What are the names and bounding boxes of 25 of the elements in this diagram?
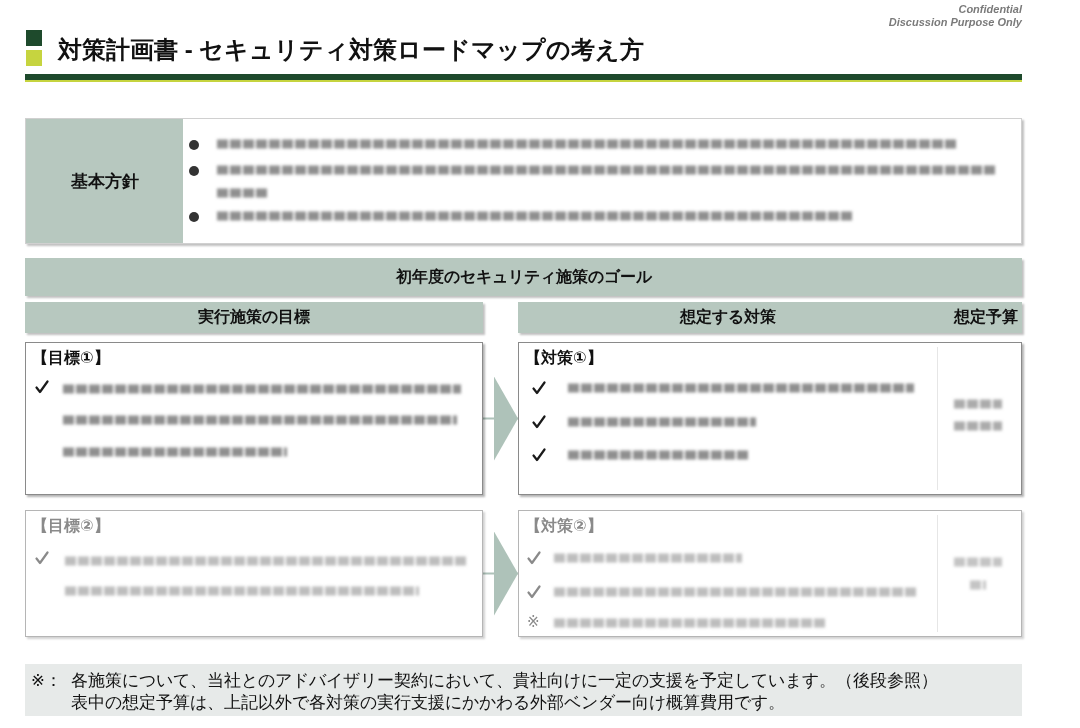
section-header: 初年度のセキュリティ施策のゴール — [25, 258, 1022, 296]
reference-mark: ※ — [527, 613, 540, 631]
footnote-text: 各施策について、当社とのアドバイザリー契約において、貴社向けに一定の支援を予定しています。（後段参照） — [71, 670, 938, 690]
row-header: 基本方針 — [26, 119, 183, 243]
confidentiality-label: Discussion Purpose Only — [888, 16, 1022, 29]
measure-card — [518, 342, 1022, 495]
column-header: 実行施策の目標 — [25, 302, 483, 333]
card-heading: 【対策②】 — [525, 516, 603, 536]
chevron-arrow — [482, 531, 519, 616]
footnote-mark: ※： — [31, 670, 62, 690]
goal-card — [25, 510, 483, 637]
card-heading: 【目標②】 — [32, 516, 110, 536]
goal-card — [25, 342, 483, 495]
page-title: 対策計画書 - セキュリティ対策ロードマップの考え方 — [58, 35, 645, 65]
policy-panel — [25, 118, 1022, 244]
column-heading: 想定予算 — [954, 307, 1018, 327]
column-header-bar — [518, 302, 1022, 333]
column-heading: 想定する対策 — [678, 307, 777, 327]
footnote-panel — [25, 664, 1022, 716]
footnote-text: 表中の想定予算は、上記以外で各対策の実行支援にかかわる外部ベンダー向け概算費用です。 — [71, 692, 785, 712]
chevron-arrow — [482, 376, 519, 461]
card-heading: 【目標①】 — [32, 348, 110, 368]
confidentiality-label: Confidential — [958, 3, 1022, 16]
measure-card — [518, 510, 1022, 637]
card-heading: 【対策①】 — [525, 348, 603, 368]
